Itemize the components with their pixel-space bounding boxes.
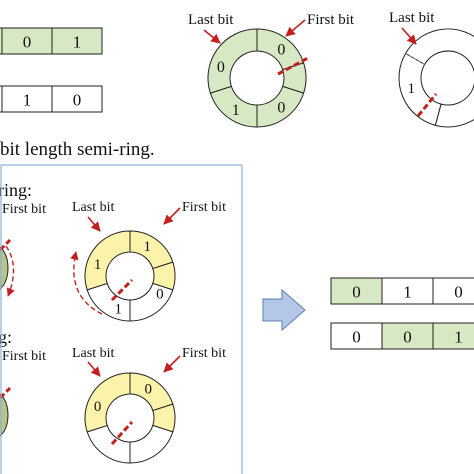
top-ring-2-last-arrow <box>401 27 417 45</box>
panel-left-ring-a <box>0 246 9 290</box>
right-row1-bit-0: 0 <box>352 283 361 302</box>
panel-ring-2-segment-3 <box>86 424 131 464</box>
panel-label-b: g: <box>0 327 12 347</box>
panel-ring-1-start-marker <box>110 278 134 302</box>
panel-ring-2-first-label: First bit <box>182 346 226 361</box>
panel-ring-1-segment-4 <box>84 230 131 291</box>
panel-ring-2-bit-4: 0 <box>94 399 102 415</box>
panel-first-label-b: First bit <box>2 349 46 364</box>
panel-ring-1-segment-2 <box>129 282 174 322</box>
top-ring-2-bit-1: 1 <box>408 81 416 97</box>
right-row2-bit-2: 1 <box>454 328 463 347</box>
panel-first-label-a: First bit <box>2 202 46 217</box>
panel-ring-1-segment-0 <box>129 230 174 270</box>
panel-ring-1-segment-3 <box>86 282 131 322</box>
panel-left-marker-b <box>0 386 12 400</box>
top-left-row1-bit-2: 1 <box>73 33 82 52</box>
right-row1-cell-0 <box>330 277 383 305</box>
panel-ring-1-last-arrow <box>87 216 101 232</box>
top-ring-1-bit-3: 1 <box>232 102 240 119</box>
panel-ring-1-bit-2: 0 <box>156 286 164 302</box>
top-ring-2-last-label: Last bit <box>389 10 435 26</box>
top-ring-1-bit-1: 0 <box>277 41 285 58</box>
top-left-row2-bit-2: 0 <box>73 91 82 110</box>
panel-ring-1-bit-1: 1 <box>144 239 152 255</box>
panel-left-rotation-arrow <box>5 245 15 297</box>
panel-ring-2-segment-4 <box>84 372 131 433</box>
panel-border <box>0 164 243 474</box>
top-left-row1-bit-1: 0 <box>23 33 32 52</box>
top-left-row2-bit-1: 1 <box>23 91 32 110</box>
panel-ring-2-last-arrow <box>87 361 101 377</box>
panel-ring-1-bit-4: 1 <box>94 257 102 273</box>
panel-ring-2-segment-2 <box>129 424 174 464</box>
right-row2-cell-2 <box>432 322 474 350</box>
panel-ring-1-first-arrow <box>163 207 181 225</box>
top-ring-1-last-arrow <box>203 29 221 44</box>
panel-ring-2-bit-1: 0 <box>145 382 153 398</box>
panel-ring-1-bit-3: 1 <box>114 301 122 317</box>
right-row1-cell-1 <box>381 277 434 305</box>
panel-ring-1-last-label: Last bit <box>72 200 114 215</box>
panel-ring-1-rotation-arrow <box>70 251 103 315</box>
caption: bit length semi-ring. <box>0 139 155 160</box>
top-ring-1-bit-2: 0 <box>277 100 285 117</box>
panel-ring-1-first-label: First bit <box>182 200 226 215</box>
top-ring-1-first-arrow <box>285 19 306 37</box>
panel-left-marker-a <box>0 238 12 252</box>
top-ring-1-start-marker <box>277 56 309 76</box>
top-ring-1-first-label: First bit <box>307 12 355 28</box>
right-row2-bit-0: 0 <box>352 328 361 347</box>
panel-label-a: ring: <box>0 180 32 200</box>
right-row2-cell-1 <box>381 322 434 350</box>
top-ring-2-start-marker <box>416 93 438 117</box>
top-ring-1-last-label: Last bit <box>188 12 234 28</box>
top-ring-2-segment-0 <box>404 28 474 128</box>
top-ring-1-segment-4 <box>207 28 258 94</box>
top-left-row1-cell-1 <box>1 27 53 55</box>
panel-ring-2-first-arrow <box>163 355 181 373</box>
right-row1-bit-1: 1 <box>403 283 412 302</box>
right-row1-bit-2: 0 <box>454 283 463 302</box>
panel-left-ring-b <box>0 393 9 437</box>
top-ring-1-bit-4: 0 <box>217 59 225 76</box>
panel-ring-2-start-marker <box>110 420 134 446</box>
block-arrow-right <box>262 288 306 332</box>
panel-ring-2-last-label: Last bit <box>72 346 114 361</box>
right-row1-cell-2 <box>432 277 474 305</box>
top-left-row1-cell-2 <box>51 27 103 55</box>
top-left-row2-cell-2 <box>51 85 103 113</box>
top-ring-2-dashed-divider-0 <box>405 53 425 65</box>
right-row2-bit-1: 0 <box>403 328 412 347</box>
